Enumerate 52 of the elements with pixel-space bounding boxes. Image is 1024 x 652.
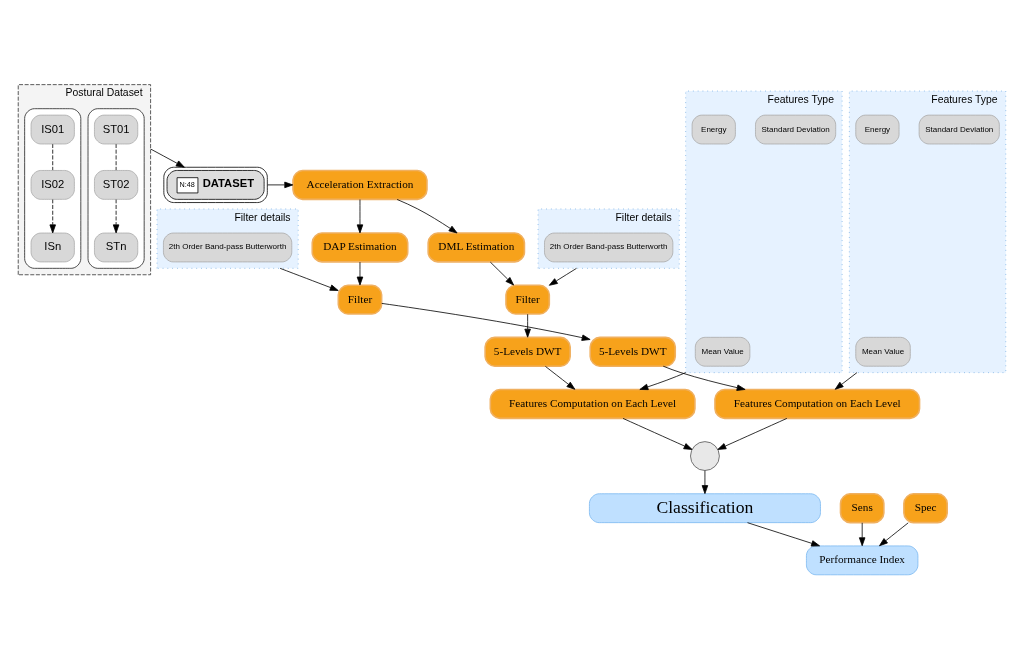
- arrow: [834, 371, 858, 390]
- node-box: ISn: [30, 232, 75, 262]
- node-box: 5-Levels DWT: [484, 336, 571, 367]
- arrow: [112, 198, 120, 233]
- arrow: [150, 148, 185, 168]
- arrow: [858, 521, 866, 546]
- node-box: Spec: [903, 492, 948, 523]
- arrow: [396, 198, 458, 233]
- node-box: Filter: [505, 283, 551, 315]
- arrow: [639, 371, 687, 390]
- arrow: [356, 261, 364, 285]
- node-box: Standard Deviation: [918, 114, 1000, 144]
- arrow: [49, 198, 56, 233]
- node-box: 2th Order Band-pass Butterworth: [163, 232, 293, 262]
- node-box: Acceleration Extraction: [292, 169, 428, 200]
- node-box: IS02: [30, 169, 75, 200]
- node-box: DAP Estimation: [311, 231, 409, 263]
- node-box: Mean Value: [694, 336, 751, 367]
- arrow: [524, 313, 531, 338]
- arrow: [381, 302, 591, 341]
- arrow: [747, 521, 820, 546]
- node-box: Mean Value: [855, 336, 911, 367]
- node-box: 5-Levels DWT: [589, 336, 677, 367]
- arrow: [717, 417, 788, 450]
- arrow: [548, 267, 577, 286]
- node-box: DML Estimation: [427, 231, 526, 263]
- node-box: Performance Index: [806, 545, 919, 575]
- node-box: Features Computation on Each Level: [489, 388, 696, 419]
- node-box: ST01: [94, 114, 139, 144]
- node-box: Standard Deviation: [755, 114, 837, 144]
- node-box: IS01: [30, 114, 75, 144]
- node-box: Features Computation on Each Level: [714, 388, 921, 419]
- arrow: [622, 417, 693, 450]
- arrow: [662, 365, 746, 391]
- arrow: [267, 181, 294, 188]
- node-circle: [690, 440, 720, 471]
- cluster: [87, 107, 145, 269]
- arrow: [489, 261, 515, 285]
- node-box: Energy: [691, 114, 736, 144]
- node-box: STn: [94, 232, 139, 262]
- node-box: 2th Order Band-pass Butterworth: [544, 232, 674, 262]
- node-box: Filter: [337, 283, 383, 315]
- cluster: [24, 107, 82, 269]
- node-box: Classification: [589, 492, 821, 523]
- node-box: Sens: [839, 492, 885, 523]
- node-box: Energy: [855, 114, 900, 144]
- node-box: ST02: [94, 169, 139, 200]
- arrow: [279, 267, 339, 291]
- arrow: [356, 198, 364, 233]
- arrow: [701, 469, 709, 494]
- arrow: [879, 521, 909, 546]
- arrow: [545, 365, 576, 390]
